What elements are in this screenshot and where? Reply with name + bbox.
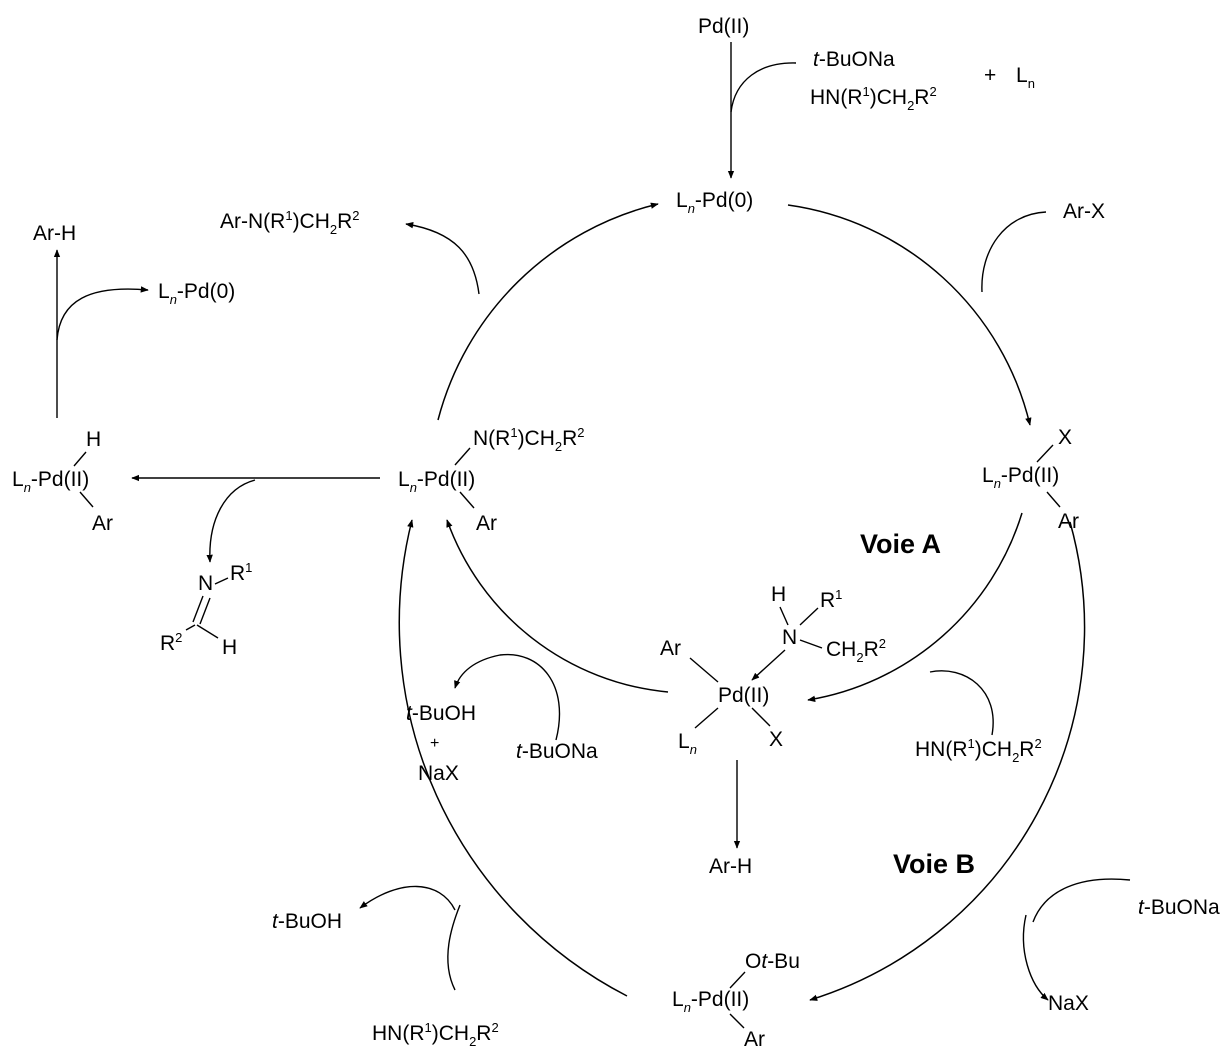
imine-n: N <box>198 572 213 595</box>
arrow-amine-entry-bottom <box>447 904 461 991</box>
pd0-left-label: Ln-Pd(0) <box>158 280 235 307</box>
alkoxide-complex-metal: Ln-Pd(II) <box>672 988 749 1015</box>
amine-complex-r1: R1 <box>820 587 842 612</box>
nax-right-label: NaX <box>1048 992 1089 1015</box>
plus-top: + <box>984 64 996 87</box>
ar-h-mid-label: Ar-H <box>709 855 752 878</box>
arrow-pd0-release-left <box>56 286 149 341</box>
arrow-tbuoh-release-bottom <box>359 885 456 911</box>
arc-pd0-to-oxidative-adduct <box>787 204 1032 426</box>
alkoxide-complex-otbu: Ot-Bu <box>745 950 800 973</box>
hydride-complex-ar: Ar <box>92 512 113 535</box>
amine-complex-ln: Ln <box>678 730 697 757</box>
plus-mid: + <box>430 735 439 752</box>
amido-complex-ar: Ar <box>476 512 497 535</box>
ligand-top-label: Ln <box>1016 64 1035 91</box>
oxidative-adduct-metal: Ln-Pd(II) <box>982 464 1059 491</box>
arrow-tbuona-entry-right <box>1032 878 1131 923</box>
arc-oxidative-adduct-to-amine-complex <box>807 512 1023 702</box>
arrow-imine-release <box>206 479 256 563</box>
arrow-arx-entry <box>981 211 1047 293</box>
pd0-top-label: Ln-Pd(0) <box>676 189 753 216</box>
amine-pd-complex: H R1 N CH2R2 Ar Pd(II) Ln X <box>660 583 886 757</box>
hydride-complex-metal: Ln-Pd(II) <box>12 468 89 495</box>
amido-complex-metal: Ln-Pd(II) <box>398 468 475 495</box>
tbuoh-mid-label: t-BuOH <box>406 702 476 725</box>
oxidative-adduct-complex: X Ln-Pd(II) Ar <box>982 426 1079 533</box>
imine-h: H <box>222 636 237 659</box>
hydride-complex-h: H <box>86 428 101 451</box>
ar-x-label: Ar-X <box>1063 200 1105 223</box>
hydride-complex: H Ln-Pd(II) Ar <box>12 428 113 535</box>
route-b-label: Voie B <box>893 849 975 879</box>
imine-r1: R1 <box>230 560 252 585</box>
alkoxide-complex-ar: Ar <box>744 1028 765 1048</box>
amine-complex-ch2r2: CH2R2 <box>826 636 886 665</box>
arrow-product-release <box>405 222 480 295</box>
amine-top-label: HN(R1)CH2R2 <box>810 84 937 113</box>
tbuona-right-label: t-BuONa <box>1138 896 1220 919</box>
pd-ii-start-label: Pd(II) <box>698 15 749 38</box>
amine-complex-x: X <box>769 728 783 751</box>
tbuona-mid-label: t-BuONa <box>516 740 598 763</box>
tbuoh-bottom-label: t-BuOH <box>272 910 342 933</box>
imine-r2: R2 <box>160 630 182 655</box>
oxidative-adduct-ar: Ar <box>1058 510 1079 533</box>
nax-mid-label: NaX <box>418 762 459 785</box>
product-amine-label: Ar-N(R1)CH2R2 <box>220 208 360 237</box>
tbuona-top-label: t-BuONa <box>813 48 895 71</box>
arc-amido-complex-to-pd0 <box>437 202 659 421</box>
arc-alkoxide-complex-to-amido-complex <box>398 519 628 997</box>
ar-h-left-label: Ar-H <box>33 222 76 245</box>
amine-complex-n: N <box>782 626 797 649</box>
oxidative-adduct-x: X <box>1058 426 1072 449</box>
arc-amine-complex-to-amido-complex <box>446 519 669 693</box>
amine-complex-metal: Pd(II) <box>718 684 769 707</box>
route-a-label: Voie A <box>860 529 941 559</box>
amine-complex-h: H <box>771 583 786 606</box>
amido-complex-ligand: N(R1)CH2R2 <box>473 425 585 454</box>
amine-bottom-label: HN(R1)CH2R2 <box>372 1020 499 1048</box>
amido-complex: N(R1)CH2R2 Ln-Pd(II) Ar <box>398 425 585 535</box>
arrow-tbuona-entry-mid <box>454 653 561 741</box>
arrow-tbuona-amine-entry <box>730 62 797 113</box>
arrow-nax-release-right <box>1022 914 1049 1001</box>
alkoxide-complex: Ot-Bu Ln-Pd(II) Ar <box>672 950 800 1048</box>
arrow-amine-entry-mid <box>929 670 994 736</box>
amine-mid-right-label: HN(R1)CH2R2 <box>915 736 1042 765</box>
imine-structure: N R1 R2 H <box>160 560 252 659</box>
arc-oxidative-adduct-to-alkoxide-complex <box>809 521 1086 1001</box>
amine-complex-ar: Ar <box>660 637 681 660</box>
